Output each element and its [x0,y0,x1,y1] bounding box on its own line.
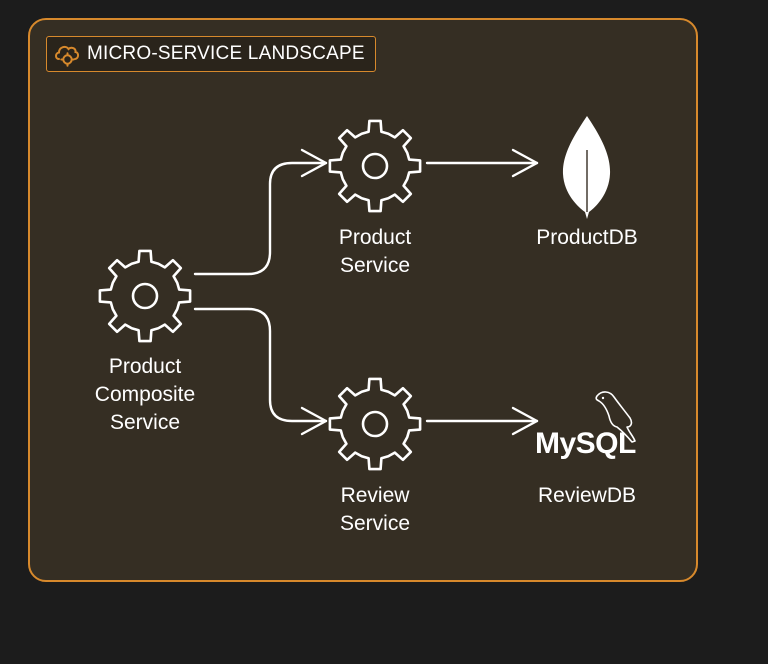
review-service-gear-icon [328,377,422,471]
product-service-label: Product Service [338,226,412,277]
edge-composite-arrowhead-top [300,148,328,178]
composite-service-gear-icon [98,249,192,343]
mongodb-leaf-icon [562,116,611,219]
product-service-gear-icon [328,119,422,213]
product-db-label: ProductDB [536,226,638,249]
edge-composite-to-review-service [193,307,328,423]
edge-composite-arrowhead-bottom [300,406,328,436]
panel-title-badge: MICRO-SERVICE LANDSCAPE [46,36,376,72]
panel-title: MICRO-SERVICE LANDSCAPE [87,43,365,64]
edge-product-db-arrowhead [511,148,539,178]
mysql-logo-icon: MySQL [535,391,637,460]
cloud-gear-icon [53,40,81,68]
review-service-label: Review Service [339,484,411,535]
edge-review-db-arrowhead [511,406,539,436]
svg-text:MySQL: MySQL [535,427,636,460]
review-db-label: ReviewDB [537,484,637,507]
landscape-panel: MICRO-SERVICE LANDSCAPE [28,18,698,582]
composite-service-label: Product Composite Service [94,355,196,434]
edge-composite-to-product-service [193,161,328,276]
